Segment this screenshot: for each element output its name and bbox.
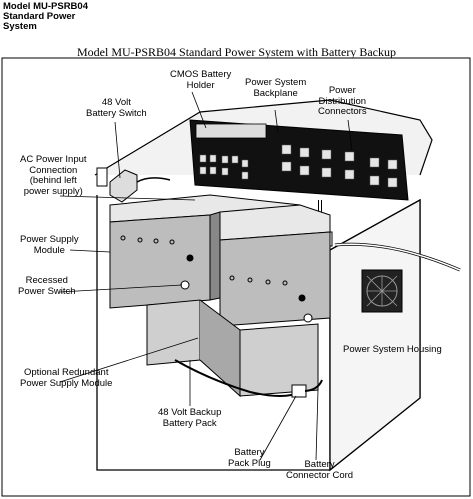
label-battery-switch-line-2: Battery Switch <box>86 109 147 120</box>
label-power-distribution-connectors: Power Distribution Connectors <box>318 86 367 118</box>
label-battery-pack-line-2: Battery Pack <box>158 419 221 430</box>
label-battery-pack-plug: Battery Pack Plug <box>228 448 271 469</box>
label-plug-line-2: Pack Plug <box>228 459 271 470</box>
label-distribution-line-3: Connectors <box>318 107 367 118</box>
label-battery-pack-line-1: 48 Volt Backup <box>158 408 221 419</box>
label-recessed-line-2: Power Switch <box>18 287 76 298</box>
label-distribution-line-1: Power <box>318 86 367 97</box>
label-ps-line-1: Power Supply <box>20 235 79 246</box>
right-power-supply-module <box>220 205 330 326</box>
label-plug-line-1: Battery <box>228 448 271 459</box>
label-cmos-line-2: Holder <box>170 81 231 92</box>
label-ac-power-input: AC Power Input Connection (behind left p… <box>20 155 87 197</box>
label-ps-line-2: Module <box>20 246 79 257</box>
recessed-power-switch <box>181 281 189 289</box>
label-cord-line-1: Battery <box>286 460 353 471</box>
battery-pack-plug <box>292 385 306 397</box>
label-ac-line-4: power supply) <box>20 187 87 198</box>
label-power-system-backplane: Power System Backplane <box>245 78 306 99</box>
label-cmos-battery-holder: CMOS Battery Holder <box>170 70 231 91</box>
label-backplane-line-1: Power System <box>245 78 306 89</box>
label-battery-switch-line-1: 48 Volt <box>86 98 147 109</box>
housing-side-panel <box>330 200 420 470</box>
cmos-battery-holder <box>196 124 266 138</box>
label-redundant-line-2: Power Supply Module <box>20 379 112 390</box>
label-ac-line-3: (behind left <box>20 176 87 187</box>
label-power-supply-module: Power Supply Module <box>20 235 79 256</box>
label-battery-connector-cord: Battery Connector Cord <box>286 460 353 481</box>
label-battery-switch: 48 Volt Battery Switch <box>86 98 147 119</box>
label-redundant-line-1: Optional Redundant <box>20 368 112 379</box>
label-optional-redundant-module: Optional Redundant Power Supply Module <box>20 368 112 389</box>
label-battery-pack: 48 Volt Backup Battery Pack <box>158 408 221 429</box>
label-recessed-line-1: Recessed <box>18 276 76 287</box>
label-recessed-power-switch: Recessed Power Switch <box>18 276 76 297</box>
fan-grille-icon <box>362 270 402 312</box>
label-power-system-housing: Power System Housing <box>343 345 442 356</box>
label-cord-line-2: Connector Cord <box>286 471 353 482</box>
label-cmos-line-1: CMOS Battery <box>170 70 231 81</box>
label-backplane-line-2: Backplane <box>245 89 306 100</box>
label-ac-line-1: AC Power Input <box>20 155 87 166</box>
